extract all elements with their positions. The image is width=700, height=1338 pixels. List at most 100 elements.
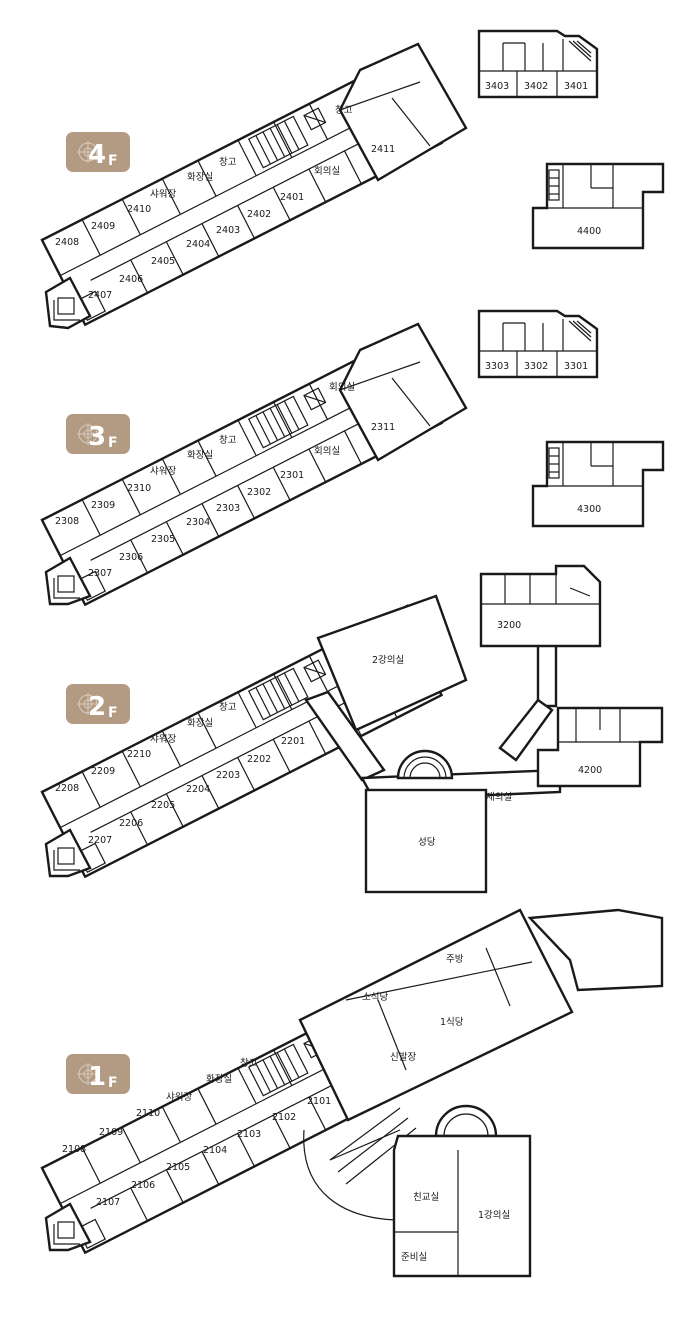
room-2406: 2406 [119,274,143,285]
room-labels-3f: 2301 2302 2303 2304 2305 2306 2307 2308 … [55,382,395,579]
room-2101: 2101 [307,1096,331,1107]
floor-badge-number: 1 [88,1062,106,1092]
room-meeting-3f-b: 회의실 [314,446,340,457]
annex-4300: 4300 [531,440,665,528]
room-2105: 2105 [166,1162,190,1173]
room-3302: 3302 [524,361,548,372]
room-2309: 2309 [91,500,115,511]
room-meeting-2f: 제의실 [486,792,512,803]
floor-badge-number: 3 [88,422,106,452]
room-shower-3f: 샤워장 [150,466,176,477]
room-2303: 2303 [216,503,240,514]
room-shower-4f: 샤워장 [150,189,176,200]
room-storage-1f: 창고 [240,1058,258,1069]
room-chapel: 성당 [418,837,436,848]
room-restroom-2f: 화장실 [187,718,213,729]
floor-badge-number: 4 [88,140,106,170]
room-2411: 2411 [371,144,395,155]
room-2407: 2407 [88,290,112,301]
floor-badge-2f: 2 F [66,684,130,724]
floor-badge-suffix: F [108,1075,118,1091]
room-2307: 2307 [88,568,112,579]
room-2405: 2405 [151,256,175,267]
room-small-dining: 소식당 [362,992,388,1003]
room-lecture-1: 1강의실 [478,1210,510,1221]
room-2208: 2208 [55,783,79,794]
room-2402: 2402 [247,209,271,220]
room-shower-1f: 샤워장 [166,1092,192,1103]
room-labels-2f: 2201 2202 2203 2204 2205 2206 2207 2208 … [55,620,602,848]
room-2110: 2110 [136,1108,160,1119]
room-2305: 2305 [151,534,175,545]
floor-badge-suffix: F [108,705,118,721]
room-2202: 2202 [247,754,271,765]
room-2108: 2108 [62,1144,86,1155]
room-3403: 3403 [485,81,509,92]
room-3301: 3301 [564,361,588,372]
room-2408: 2408 [55,237,79,248]
room-2103: 2103 [237,1129,261,1140]
room-2205: 2205 [151,800,175,811]
room-4300: 4300 [577,504,601,515]
floor-2f: 2 F 22 [40,564,664,894]
floor-badge-1f: 1 F [66,1054,130,1094]
room-4200: 4200 [578,765,602,776]
room-2311: 2311 [371,422,395,433]
room-2209: 2209 [91,766,115,777]
room-2201: 2201 [281,736,305,747]
room-labels-4f: 2401 2402 2403 2404 2405 2406 2407 2408 … [55,105,395,301]
room-shower-2f: 샤워장 [150,734,176,745]
floor-4f: 4 F 2401 2402 2403 2404 2405 2406 2407 2… [40,29,665,330]
room-prep: 준비실 [401,1252,427,1263]
room-3303: 3303 [485,361,509,372]
floor-badge-4f: 4 F [66,132,130,172]
room-kitchen: 주방 [446,954,464,965]
room-storage-3f: 창고 [219,435,237,446]
room-2404: 2404 [186,239,210,250]
room-4400: 4400 [577,226,601,237]
floor-badge-3f: 3 F [66,414,130,454]
room-2401: 2401 [280,192,304,203]
annex-4400: 4400 [531,162,665,250]
floor-3f: 3 F 2301 2302 2303 2304 2305 2306 2307 2… [40,309,665,606]
annex-3400: 3403 3402 3401 [477,29,599,99]
room-2310: 2310 [127,483,151,494]
room-storage-2f: 창고 [219,702,237,713]
room-2204: 2204 [186,784,210,795]
room-2106: 2106 [131,1180,155,1191]
room-2306: 2306 [119,552,143,563]
room-storage-4f-b: 창고 [335,105,353,116]
room-2409: 2409 [91,221,115,232]
room-meeting-4f: 회의실 [314,166,340,177]
room-3200: 3200 [497,620,521,631]
room-2308: 2308 [55,516,79,527]
room-2410: 2410 [127,204,151,215]
room-restroom-1f: 화장실 [206,1074,232,1085]
room-2210: 2210 [127,749,151,760]
room-storage-4f-a: 창고 [219,157,237,168]
floor-1f: 1 F 2101 2102 2103 2104 [40,908,664,1278]
room-2304: 2304 [186,517,210,528]
floor-badge-suffix: F [108,153,118,169]
room-fellowship: 친교실 [413,1192,439,1203]
room-2403: 2403 [216,225,240,236]
annex-3300: 3303 3302 3301 [477,309,599,379]
room-dining-1: 1식당 [440,1017,464,1028]
room-3401: 3401 [564,81,588,92]
room-restroom-3f: 화장실 [187,450,213,461]
room-shoe-room: 신발장 [390,1052,416,1063]
floor-badge-number: 2 [88,692,106,722]
room-2203: 2203 [216,770,240,781]
room-3402: 3402 [524,81,548,92]
room-2206: 2206 [119,818,143,829]
room-2302: 2302 [247,487,271,498]
room-labels-1f: 2101 2102 2103 2104 2105 2106 2107 2108 … [62,954,510,1263]
room-lecture-2: 2강의실 [372,655,404,666]
room-2301: 2301 [280,470,304,481]
room-2207: 2207 [88,835,112,846]
room-meeting-3f-a: 회의실 [329,382,355,393]
room-2109: 2109 [99,1127,123,1138]
room-restroom-4f: 화장실 [187,172,213,183]
floor-badge-suffix: F [108,435,118,451]
